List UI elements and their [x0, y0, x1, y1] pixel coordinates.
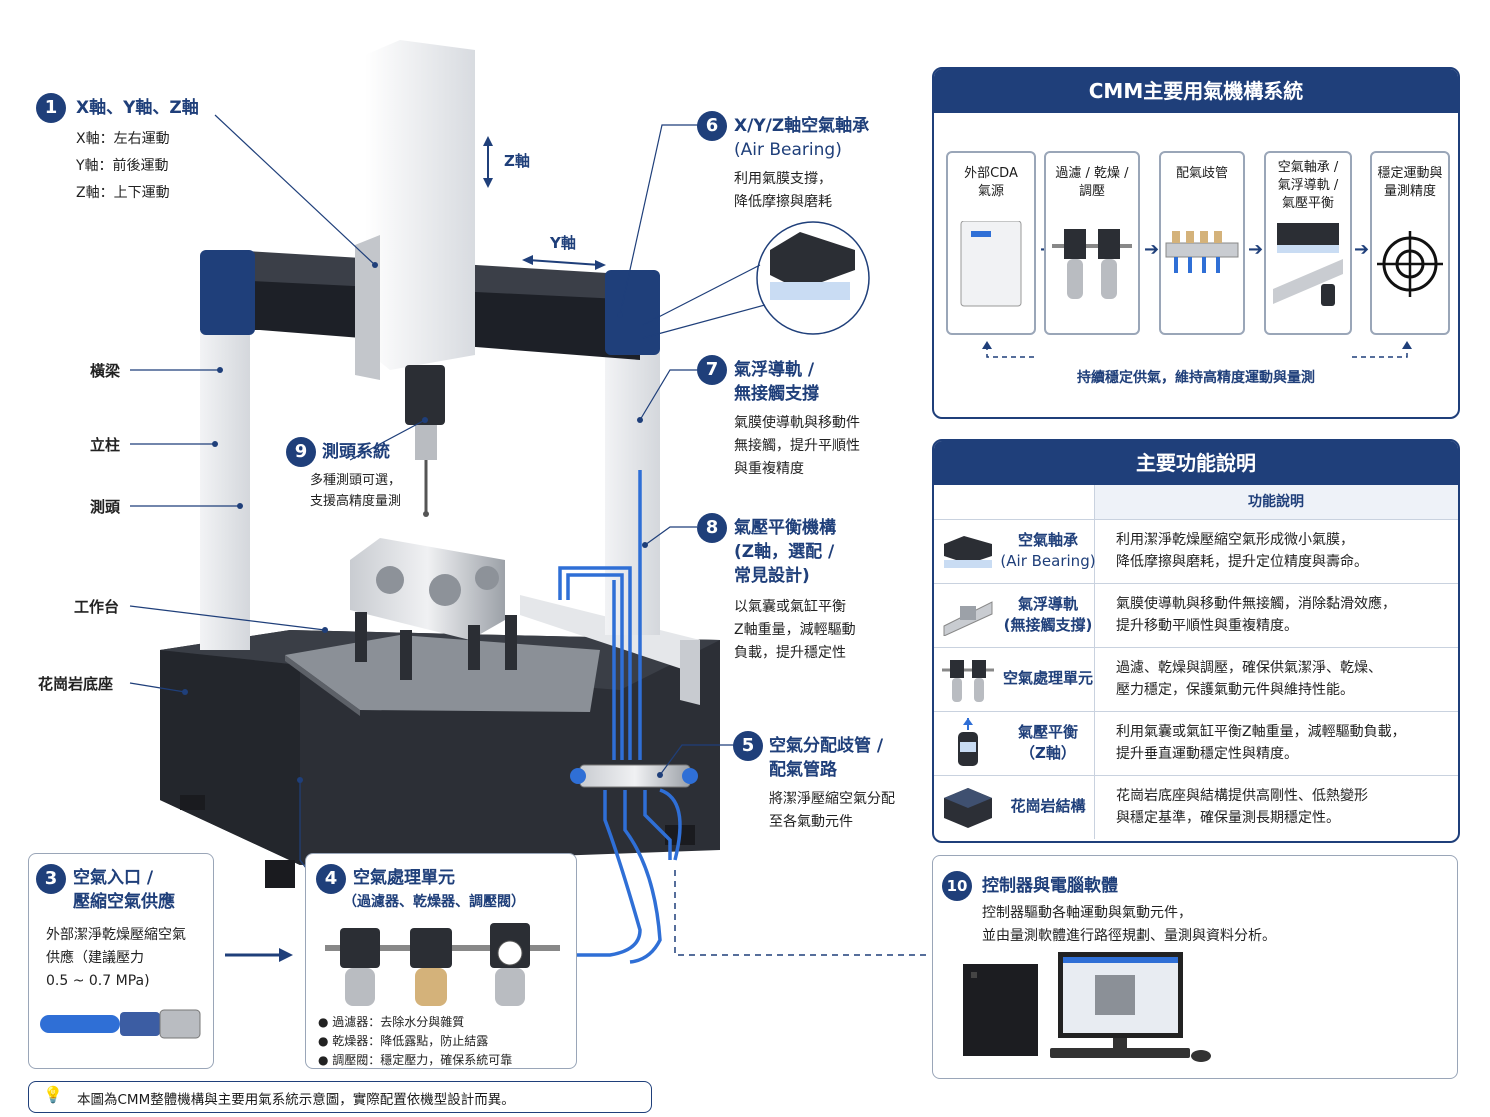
manifold-icon	[1165, 231, 1239, 273]
frl-icon	[1052, 229, 1132, 299]
callout-5-title: 空氣分配歧管 /配氣管路	[769, 736, 884, 780]
frl-unit-icon	[325, 923, 560, 1006]
callout-7-desc: 氣膜使導軌與移動件無接觸，提升平順性與重複精度	[734, 415, 860, 477]
cmm-illustration	[129, 40, 930, 964]
lightbulb-icon: 💡	[43, 1085, 63, 1104]
callout-6-number: 6	[697, 111, 727, 141]
air-bearing-icon	[944, 536, 992, 568]
note-bar: 💡 本圖為CMM整體機構與主要用氣系統示意圖，實際配置依機型設計而異。	[28, 1081, 652, 1113]
callout-7-title: 氣浮導軌 /無接觸支撐	[734, 360, 819, 404]
function-row: 氣壓平衡（Z軸） 利用氣囊或氣缸平衡Z軸重量，減輕驅動負載，提升垂直運動穩定性與…	[934, 711, 1458, 776]
callout-8-title: 氣壓平衡機構(Z軸，選配 /常見設計)	[734, 518, 836, 586]
callout-4-number: 4	[316, 864, 346, 894]
y-axis-label: Y軸	[550, 234, 576, 252]
arrow-icon: ➔	[1248, 239, 1264, 260]
callout-7-number: 7	[697, 355, 727, 385]
callout-8-number: 8	[697, 513, 727, 543]
function-row: 氣浮導軌(無接觸支撐) 氣膜使導軌與移動件無接觸，消除黏滑效應，提升移動平順性與…	[934, 583, 1458, 648]
callout-3-title: 空氣入口 /壓縮空氣供應	[73, 868, 175, 912]
step-filter-dryer-regulator: 過濾 / 乾燥 /調壓	[1044, 151, 1140, 335]
function-row: 花崗岩結構 花崗岩底座與結構提供高剛性、低熱變形與穩定基準，確保量測長期穩定性。	[934, 775, 1458, 840]
step-manifold: 配氣歧管	[1159, 151, 1245, 335]
callout-10-desc: 控制器驅動各軸運動與氣動元件，並由量測軟體進行路徑規劃、量測與資料分析。	[982, 905, 1276, 944]
air-rail-icon	[943, 601, 993, 636]
feedback-dashed-line	[982, 341, 1412, 358]
callout-1-number: 1	[36, 93, 66, 123]
callout-3-number: 3	[36, 864, 66, 894]
pneumatic-panel-title: CMM主要用氣機構系統	[934, 69, 1458, 113]
part-label-column: 立柱	[90, 436, 121, 454]
step-precision: 穩定運動與量測精度	[1370, 151, 1450, 335]
arrow-icon: ➔	[1354, 239, 1370, 260]
step-bearings-rails-balance: 空氣軸承 /氣浮導軌 /氣壓平衡	[1264, 151, 1352, 335]
granite-icon	[944, 788, 992, 828]
callout-9-number: 9	[286, 437, 316, 467]
callout-10-number: 10	[942, 871, 972, 901]
arrow-icon: ➔	[1144, 239, 1160, 260]
part-label-granite: 花崗岩底座	[38, 675, 114, 693]
target-icon	[1377, 231, 1443, 297]
function-row: 空氣處理單元 過濾、乾燥與調壓，確保供氣潔淨、乾燥、壓力穩定，保護氣動元件與維持…	[934, 647, 1458, 712]
air-balance-icon	[958, 718, 978, 766]
pneumatic-panel-footer: 持續穩定供氣，維持高精度運動與量測	[1077, 370, 1315, 386]
callout-4-title: 空氣處理單元	[353, 868, 455, 888]
callout-6-title: X/Y/Z軸空氣軸承(Air Bearing)	[734, 116, 870, 160]
workpiece	[350, 538, 505, 640]
function-col-header: 功能說明	[1094, 485, 1458, 519]
callout-4-subtitle: （過濾器、乾燥器、調壓閥）	[343, 894, 525, 910]
left-column	[200, 290, 250, 650]
callout-5-number: 5	[733, 731, 763, 761]
compressor-icon	[960, 220, 1022, 307]
bearing-rail-icon	[1273, 223, 1343, 306]
flow-arrow-icon	[225, 948, 293, 962]
air-treatment-icon	[942, 660, 994, 702]
function-panel-title: 主要功能說明	[934, 441, 1458, 485]
part-label-beam: 橫梁	[90, 362, 121, 380]
part-label-table: 工作台	[74, 598, 120, 616]
callout-6-desc: 利用氣膜支撐，降低摩擦與磨耗	[734, 171, 832, 210]
function-panel: 主要功能說明 功能說明 空氣軸承(Air Bearing) 利用潔淨乾燥壓縮空氣…	[932, 439, 1460, 843]
air-hose-icon	[40, 1009, 201, 1039]
callout-9-desc: 多種測頭可選，支援高精度量測	[310, 473, 402, 509]
z-column	[365, 40, 475, 370]
callout-9-title: 測頭系統	[322, 442, 390, 462]
probe-head	[405, 365, 445, 425]
callout-5-desc: 將潔淨壓縮空氣分配至各氣動元件	[769, 791, 895, 830]
air-manifold	[579, 764, 691, 788]
z-axis-label: Z軸	[504, 152, 530, 170]
callout-10-title: 控制器與電腦軟體	[982, 876, 1118, 896]
note-text: 本圖為CMM整體機構與主要用氣系統示意圖，實際配置依機型設計而異。	[77, 1092, 515, 1108]
callout-1-title: X軸、Y軸、Z軸	[76, 98, 199, 118]
computer-icon	[963, 952, 1211, 1062]
callout-4-bullets: ● 過濾器：去除水分與雜質 ● 乾燥器：降低露點，防止結露 ● 調壓閥：穩定壓力…	[318, 1015, 513, 1067]
part-label-probe: 測頭	[90, 498, 121, 516]
function-row: 空氣軸承(Air Bearing) 利用潔淨乾燥壓縮空氣形成微小氣膜，降低摩擦與…	[934, 519, 1458, 584]
